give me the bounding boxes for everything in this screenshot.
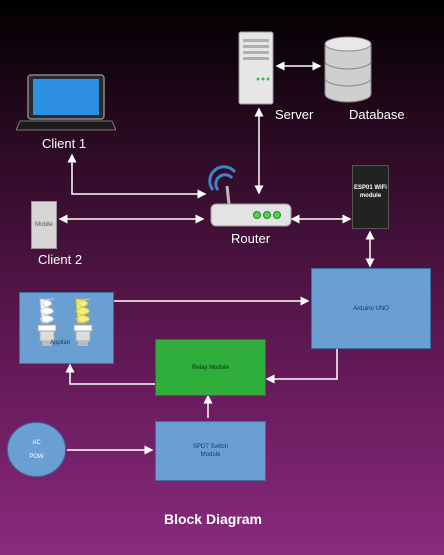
appliance-box: Applian [19, 292, 114, 364]
esp01-label: ESP01 WiFi module [354, 185, 387, 199]
mobile-label: Mobile [35, 222, 53, 228]
link-relay-appliance [65, 363, 155, 385]
relay-label: Relay Module [192, 364, 229, 371]
spdt-label: SPDT Switch Module [192, 444, 229, 458]
link-client1-router [67, 153, 207, 199]
laptop-icon [15, 73, 117, 133]
esp01-module: ESP01 WiFi module [352, 165, 389, 229]
server-label: Server [275, 107, 314, 122]
ac-power-source: AC POW [7, 422, 66, 477]
router-icon [205, 164, 293, 230]
spdt-box: SPDT Switch Module [155, 421, 266, 481]
link-arduino-relay [265, 349, 338, 384]
client2-label: Client 2 [38, 252, 83, 267]
ac-label-line1: AC [32, 439, 41, 446]
router-label: Router [231, 231, 271, 246]
ac-label-line2: POW [29, 453, 44, 460]
database-label: Database [349, 107, 405, 122]
arduino-label: Arduino UNO [353, 305, 389, 312]
relay-box: Relay Module [155, 339, 266, 396]
client1-label: Client 1 [42, 136, 87, 151]
mobile-device: Mobile [31, 201, 57, 249]
appliance-label: Applian [50, 340, 71, 346]
database-icon [323, 36, 373, 104]
server-icon [238, 31, 274, 105]
arduino-box: Arduino UNO [311, 268, 431, 349]
cfl-bulb-icon [37, 298, 93, 346]
diagram-title: Block Diagram [163, 511, 263, 527]
